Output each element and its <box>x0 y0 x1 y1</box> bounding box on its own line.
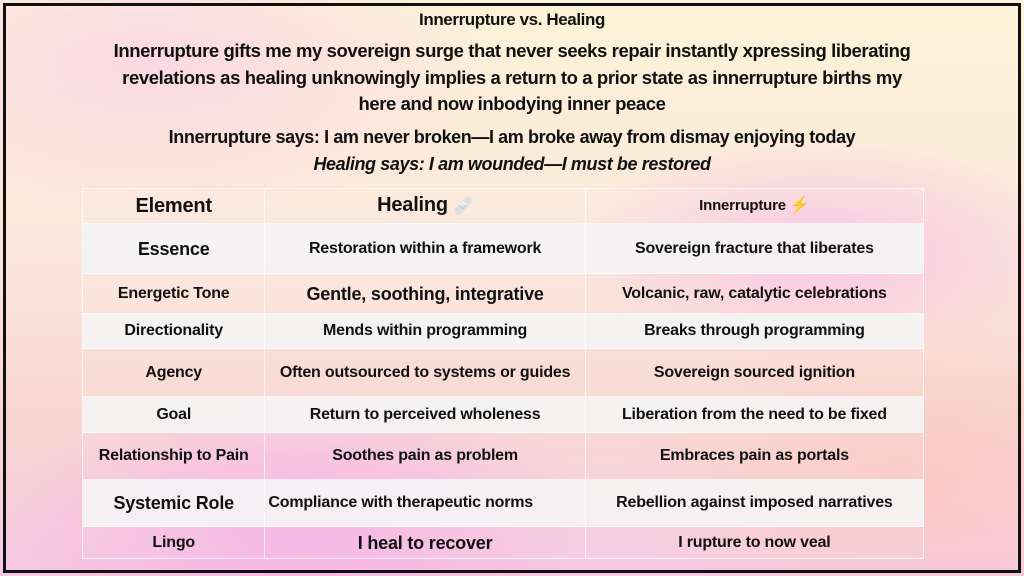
header-label: Element <box>135 195 213 217</box>
element-cell: Energetic Tone <box>81 273 266 314</box>
healing-cell: Gentle, soothing, integrative <box>264 273 586 314</box>
table-row: Relationship to Pain Soothes pain as pro… <box>81 432 925 480</box>
healing-cell: Return to perceived wholeness <box>264 396 586 433</box>
header-label: Healing <box>377 194 448 216</box>
healing-says: Healing says: I am wounded—I must be res… <box>313 154 711 174</box>
table-row: Agency Often outsourced to systems or gu… <box>81 348 925 397</box>
healing-cell: Often outsourced to systems or guides <box>264 348 586 397</box>
healing-cell: Soothes pain as problem <box>264 432 586 480</box>
element-cell: Relationship to Pain <box>81 432 266 480</box>
healing-cell: Mends within programming <box>264 313 586 349</box>
innerrupture-cell: Sovereign sourced ignition <box>584 348 925 397</box>
healing-cell: I heal to recover <box>264 526 586 559</box>
table-row: Directionality Mends within programming … <box>81 313 925 349</box>
table-row: Essence Restoration within a framework S… <box>81 223 925 274</box>
innerrupture-cell: Sovereign fracture that liberates <box>584 223 925 274</box>
innerrupture-cell: Breaks through programming <box>584 313 925 349</box>
table-row: Goal Return to perceived wholeness Liber… <box>81 396 925 433</box>
table-row: Lingo I heal to recover I rupture to now… <box>81 526 925 559</box>
header-element: Element <box>81 188 266 224</box>
innerrupture-says: Innerrupture says: I am never broken—I a… <box>168 127 856 147</box>
slide-frame <box>3 3 1021 573</box>
healing-cell: Restoration within a framework <box>264 223 586 274</box>
header-innerrupture: Innerrupture ⚡ <box>584 188 925 224</box>
table-header-row: Element Healing 🩹 Innerrupture ⚡ <box>81 188 925 224</box>
innerrupture-cell: Embraces pain as portals <box>584 432 925 480</box>
header-label: Innerrupture <box>699 197 786 214</box>
innerrupture-cell: Liberation from the need to be fixed <box>584 396 925 433</box>
table-row: Systemic Role Compliance with therapeuti… <box>81 479 925 527</box>
page-title: Innerrupture vs. Healing <box>419 10 605 29</box>
element-cell: Goal <box>81 396 266 433</box>
innerrupture-cell: Rebellion against imposed narratives <box>584 479 925 527</box>
innerrupture-cell: Volcanic, raw, catalytic celebrations <box>584 273 925 314</box>
intro-line: here and now inbodying inner peace <box>358 93 666 114</box>
element-cell: Essence <box>81 223 266 274</box>
bandage-icon: 🩹 <box>453 198 474 215</box>
innerrupture-cell: I rupture to now veal <box>584 526 925 559</box>
table-row: Energetic Tone Gentle, soothing, integra… <box>81 273 925 314</box>
intro-line: revelations as healing unknowingly impli… <box>122 67 902 88</box>
element-cell: Agency <box>81 348 266 397</box>
element-cell: Lingo <box>81 526 266 559</box>
healing-cell: Compliance with therapeutic norms <box>264 479 586 527</box>
header-healing: Healing 🩹 <box>264 188 586 224</box>
lightning-icon: ⚡ <box>789 197 810 214</box>
element-cell: Directionality <box>81 313 266 349</box>
comparison-table: Element Healing 🩹 Innerrupture ⚡ Essence… <box>81 188 925 559</box>
intro-line: Innerrupture gifts me my sovereign surge… <box>113 40 911 61</box>
element-cell: Systemic Role <box>81 479 266 527</box>
